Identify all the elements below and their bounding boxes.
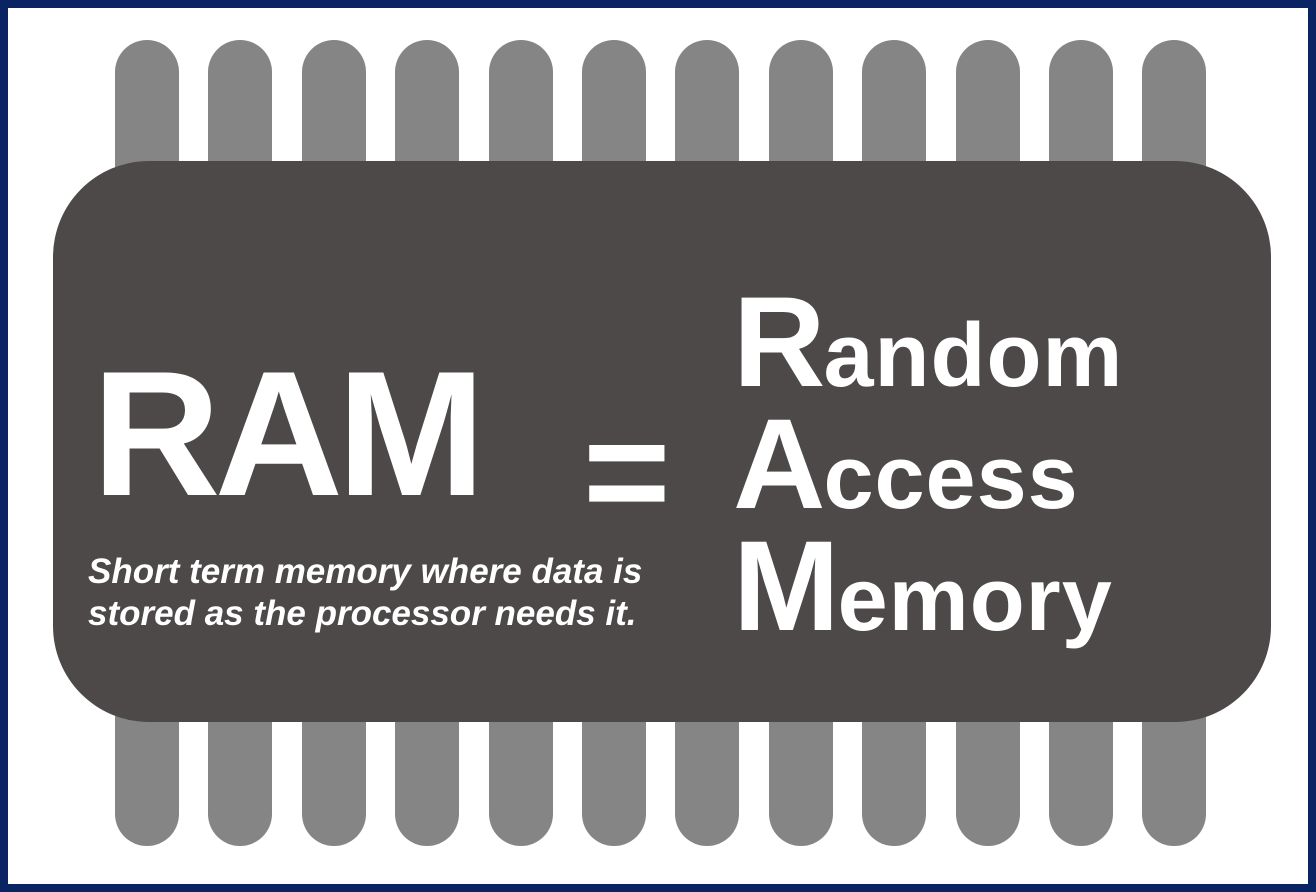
expansion-access: Access bbox=[733, 401, 1123, 529]
acronym-initial: M bbox=[733, 515, 840, 658]
chip-body bbox=[53, 161, 1271, 722]
expansion-memory: Memory bbox=[733, 523, 1123, 651]
equals-sign: = bbox=[583, 387, 671, 555]
description-line: Short term memory where data is bbox=[88, 552, 643, 591]
expansion-random: Random bbox=[733, 279, 1124, 407]
acronym-rest: ccess bbox=[823, 428, 1079, 528]
acronym-expansion: Random Access Memory bbox=[733, 279, 1124, 651]
ram-abbreviation: RAM bbox=[92, 334, 485, 533]
description-line: stored as the processor needs it. bbox=[88, 594, 637, 633]
acronym-rest: emory bbox=[837, 550, 1113, 650]
acronym-rest: andom bbox=[823, 306, 1124, 406]
acronym-initial: R bbox=[733, 271, 825, 414]
acronym-initial: A bbox=[733, 393, 825, 536]
ram-description: Short term memory where data is stored a… bbox=[88, 551, 708, 635]
